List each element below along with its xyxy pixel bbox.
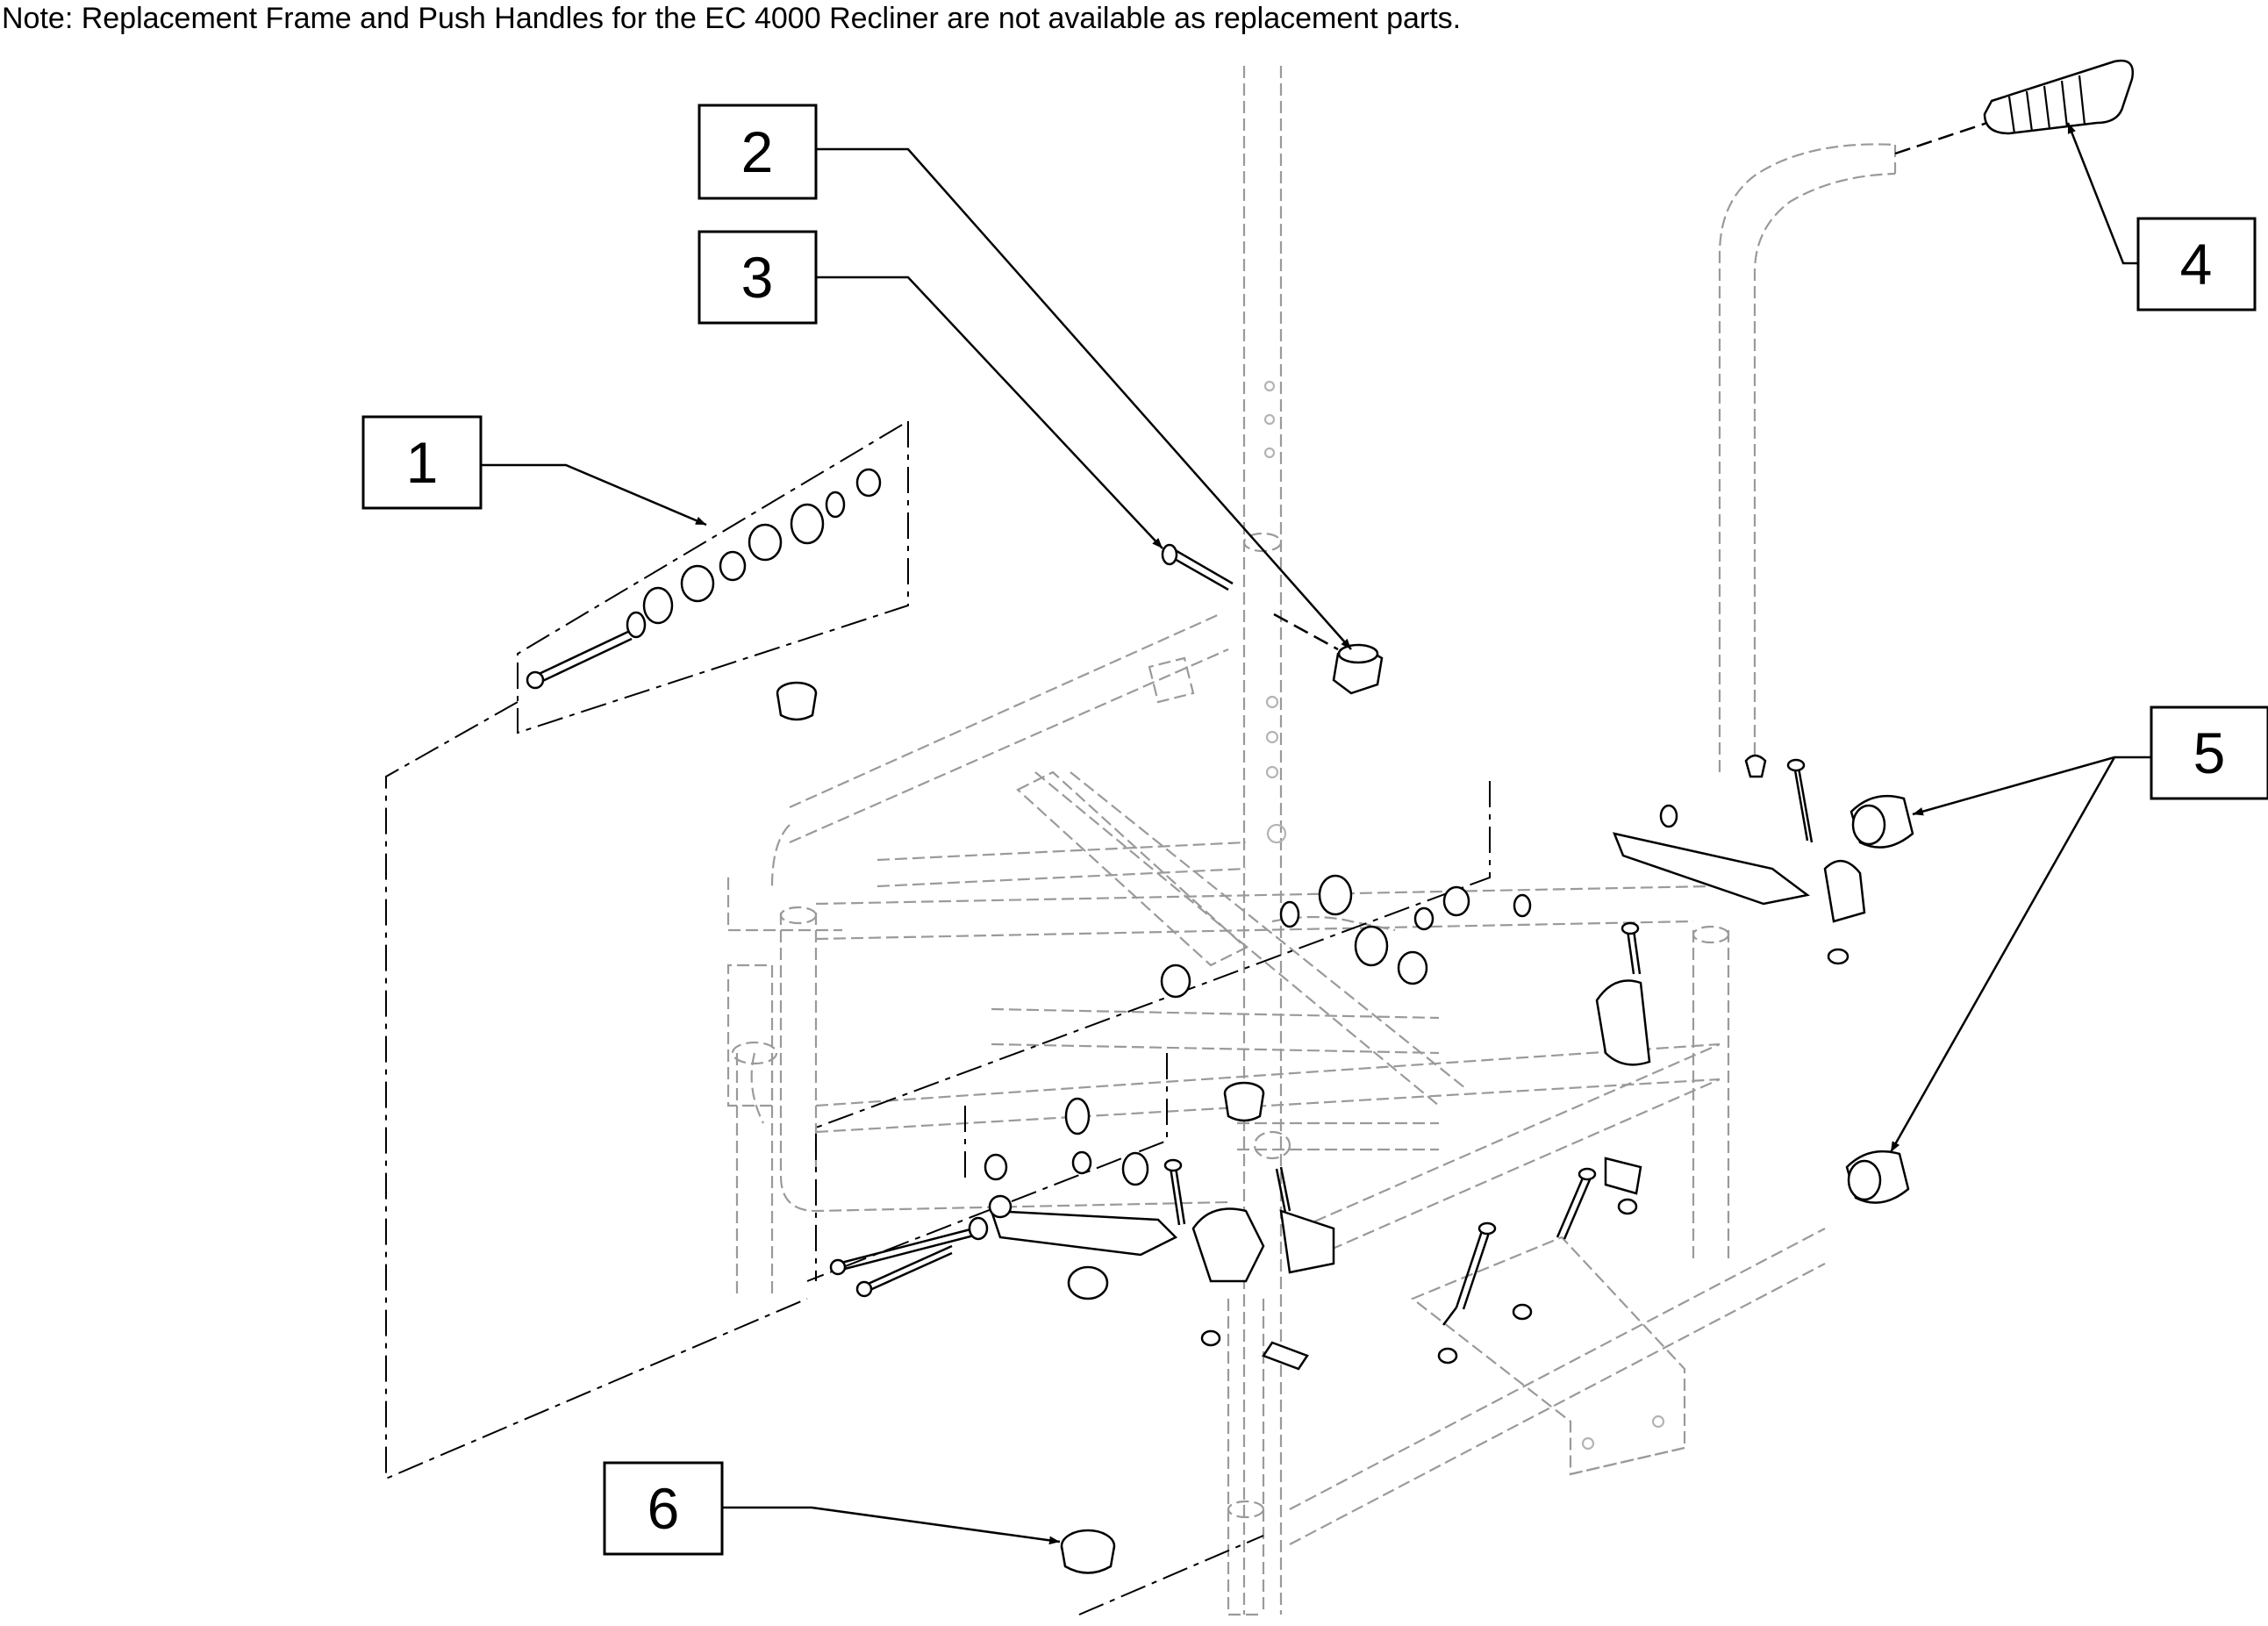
callout-1-label: 1 xyxy=(406,430,439,495)
end-cap-part-5-lower xyxy=(1845,1150,1910,1204)
callout-6: 6 xyxy=(603,1461,724,1556)
callout-3: 3 xyxy=(698,230,818,325)
callout-2: 2 xyxy=(698,104,818,200)
knob-part-2 xyxy=(1273,612,1384,695)
callout-4: 4 xyxy=(2136,217,2257,312)
callout-3-label: 3 xyxy=(741,245,774,310)
misc-hardware xyxy=(776,681,1866,1371)
callout-6-label: 6 xyxy=(647,1476,680,1541)
leader-lines xyxy=(481,122,2151,1545)
plug-part-6 xyxy=(1060,1529,1116,1574)
callout-5-label: 5 xyxy=(2193,720,2226,785)
callout-2-label: 2 xyxy=(741,119,774,184)
bolt-part-3 xyxy=(1161,543,1234,591)
end-cap-part-5-upper xyxy=(1849,794,1914,849)
wheelchair-frame xyxy=(726,66,1897,1616)
replacement-note: Note: Replacement Frame and Push Handles… xyxy=(2,2,1462,35)
hardware-stack-part-1 xyxy=(526,468,882,690)
callout-1: 1 xyxy=(361,415,483,510)
callout-5: 5 xyxy=(2150,706,2268,800)
handle-grip-part-4 xyxy=(1894,59,2135,155)
group-outlines xyxy=(385,420,1491,1615)
callout-4-label: 4 xyxy=(2180,232,2213,297)
